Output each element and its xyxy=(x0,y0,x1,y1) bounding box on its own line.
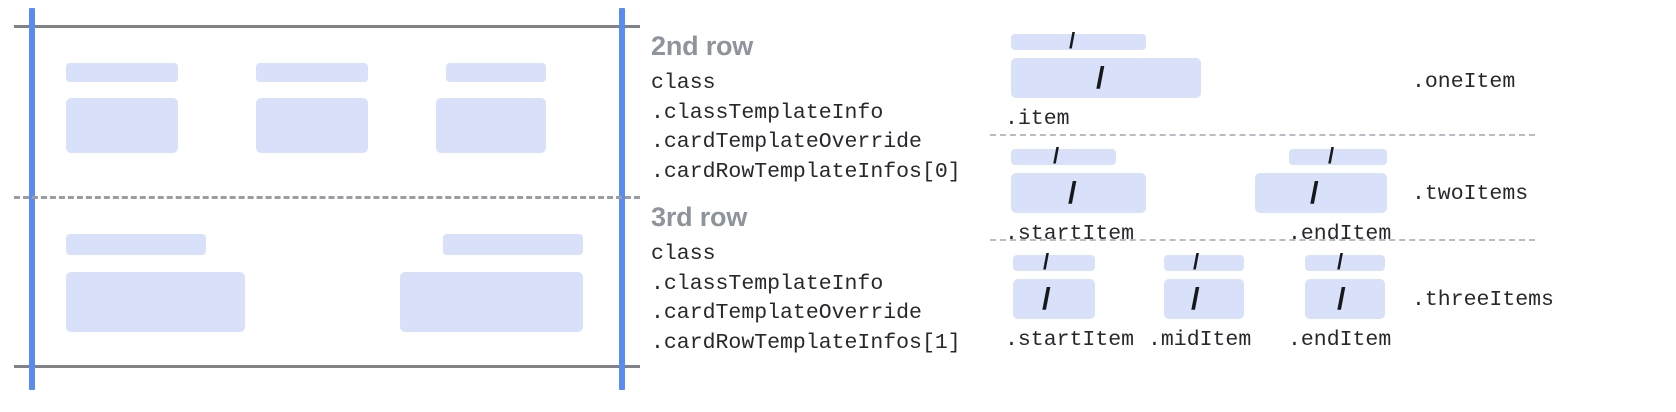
item-slash-glyph: / xyxy=(1042,281,1051,316)
row-title: 3rd row xyxy=(651,202,748,232)
item-slash-glyph: / xyxy=(1068,175,1077,210)
item-slash-glyph: / xyxy=(1337,249,1344,274)
placeholder-box xyxy=(1011,173,1146,213)
item-slash-glyph: / xyxy=(1043,249,1050,274)
item-label: .midItem xyxy=(1148,328,1252,352)
placeholder-box xyxy=(400,272,583,332)
placeholder-bar xyxy=(1164,255,1244,271)
placeholder-box xyxy=(1011,58,1201,98)
placeholder-bar xyxy=(446,63,546,82)
placeholder-bar xyxy=(443,234,583,255)
placeholder-box xyxy=(66,98,178,153)
placeholder-bar xyxy=(1289,149,1387,165)
variant-three-items: / / .startItem / / .midItem / / .endItem… xyxy=(0,239,1676,353)
placeholder-bar xyxy=(66,234,206,255)
item-slash-glyph: / xyxy=(1310,175,1319,210)
card-bottom-border xyxy=(14,365,640,368)
card-row-2 xyxy=(0,55,620,165)
row-path-line: .cardTemplateOverride xyxy=(651,130,922,154)
item-label: .endItem xyxy=(1288,222,1392,246)
placeholder-bar xyxy=(1013,255,1095,271)
variant-one-item: / / .item .oneItem xyxy=(0,0,1676,132)
card-left-guide xyxy=(29,8,35,390)
placeholder-bar xyxy=(66,63,178,82)
row-path-line: .cardRowTemplateInfos[0] xyxy=(651,159,961,184)
card-row-3 xyxy=(0,228,620,338)
variant-label: .threeItems xyxy=(1412,288,1554,312)
placeholder-bar xyxy=(1305,255,1385,271)
row-path-line: class xyxy=(651,71,716,95)
row-path-line: .cardRowTemplateInfos[1] xyxy=(651,330,961,355)
item-slash-glyph: / xyxy=(1096,60,1105,95)
row-path-line: .classTemplateInfo xyxy=(651,271,884,296)
placeholder-bar xyxy=(1011,34,1146,50)
placeholder-bar xyxy=(1011,149,1116,165)
placeholder-box xyxy=(66,272,245,332)
item-label: .item xyxy=(1005,107,1070,131)
variant-label: .twoItems xyxy=(1412,182,1529,206)
item-slash-glyph: / xyxy=(1193,249,1200,274)
row-divider xyxy=(14,196,640,199)
item-label: .startItem xyxy=(1005,222,1135,246)
row-path-line: .cardTemplateOverride xyxy=(651,301,922,325)
item-slash-glyph: / xyxy=(1328,143,1335,168)
variant-two-items: / / .startItem / / .endItem .twoItems xyxy=(0,134,1676,247)
item-slash-glyph: / xyxy=(1069,28,1076,53)
item-label: .startItem xyxy=(1005,328,1135,352)
row-path-line: class xyxy=(651,242,716,266)
item-slash-glyph: / xyxy=(1191,281,1200,316)
row-path-line: .classTemplateInfo xyxy=(651,100,884,125)
row-description-2: 2nd row class .classTemplateInfo .cardTe… xyxy=(651,31,961,187)
card-right-guide xyxy=(619,8,625,390)
variant-label: .oneItem xyxy=(1412,70,1516,94)
card-top-border xyxy=(14,25,640,28)
placeholder-box xyxy=(1255,173,1387,213)
item-slash-glyph: / xyxy=(1337,281,1346,316)
item-label: .endItem xyxy=(1288,328,1392,352)
row-description-3: 3rd row class .classTemplateInfo .cardTe… xyxy=(651,202,961,358)
placeholder-box xyxy=(1013,279,1095,319)
card-preview xyxy=(0,0,640,412)
variant-separator xyxy=(990,239,1535,241)
row-title: 2nd row xyxy=(651,31,754,61)
placeholder-box xyxy=(436,98,546,153)
variant-separator xyxy=(990,134,1535,136)
item-slash-glyph: / xyxy=(1053,143,1060,168)
placeholder-bar xyxy=(256,63,368,82)
placeholder-box xyxy=(1164,279,1244,319)
placeholder-box xyxy=(1305,279,1385,319)
placeholder-box xyxy=(256,98,368,153)
